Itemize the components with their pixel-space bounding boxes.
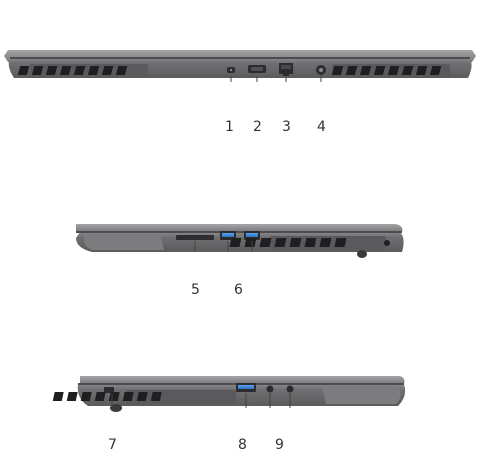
right-side-port-6a-icon	[220, 231, 236, 240]
left-side-port-label-8: 8	[238, 437, 247, 453]
rear-port-label-4: 4	[317, 119, 326, 135]
rear-port-3-icon	[279, 63, 293, 76]
right-side-indicator-icon	[384, 240, 390, 246]
rear-port-2-icon	[248, 65, 266, 73]
left-side-port-9a-icon	[266, 385, 274, 393]
right-side-seam	[76, 231, 402, 233]
right-side-palmrest-bevel	[83, 234, 164, 250]
right-side-port-label-6: 6	[234, 282, 243, 298]
right-side-port-5-icon	[176, 235, 214, 240]
rear-port-label-2: 2	[253, 119, 262, 135]
right-side-port-label-5: 5	[191, 282, 200, 298]
left-side-palmrest-bevel	[322, 386, 401, 404]
rear-vent-right-slots	[331, 66, 442, 75]
left-side-view	[52, 376, 406, 412]
left-side-vent-slots	[52, 392, 162, 401]
left-side-port-7-icon	[104, 387, 114, 393]
rear-port-label-1: 1	[225, 119, 234, 135]
rear-port-label-3: 3	[282, 119, 291, 135]
left-side-foot	[110, 404, 122, 412]
right-side-port-6b-icon	[244, 231, 260, 240]
left-side-lid	[80, 376, 405, 384]
right-side-lid	[76, 224, 403, 232]
left-side-port-9b-icon	[286, 385, 294, 393]
rear-view	[4, 50, 476, 82]
right-side-vent-slots	[229, 238, 347, 247]
left-side-port-8-icon	[236, 383, 256, 392]
right-side-foot	[357, 250, 367, 258]
right-side-view	[76, 224, 404, 258]
rear-seam	[10, 57, 470, 59]
left-side-port-label-9: 9	[275, 437, 284, 453]
rear-vent-left-slots	[17, 66, 128, 75]
rear-port-1-icon	[227, 67, 235, 73]
rear-port-4-icon	[316, 65, 326, 75]
left-side-port-label-7: 7	[108, 437, 117, 453]
